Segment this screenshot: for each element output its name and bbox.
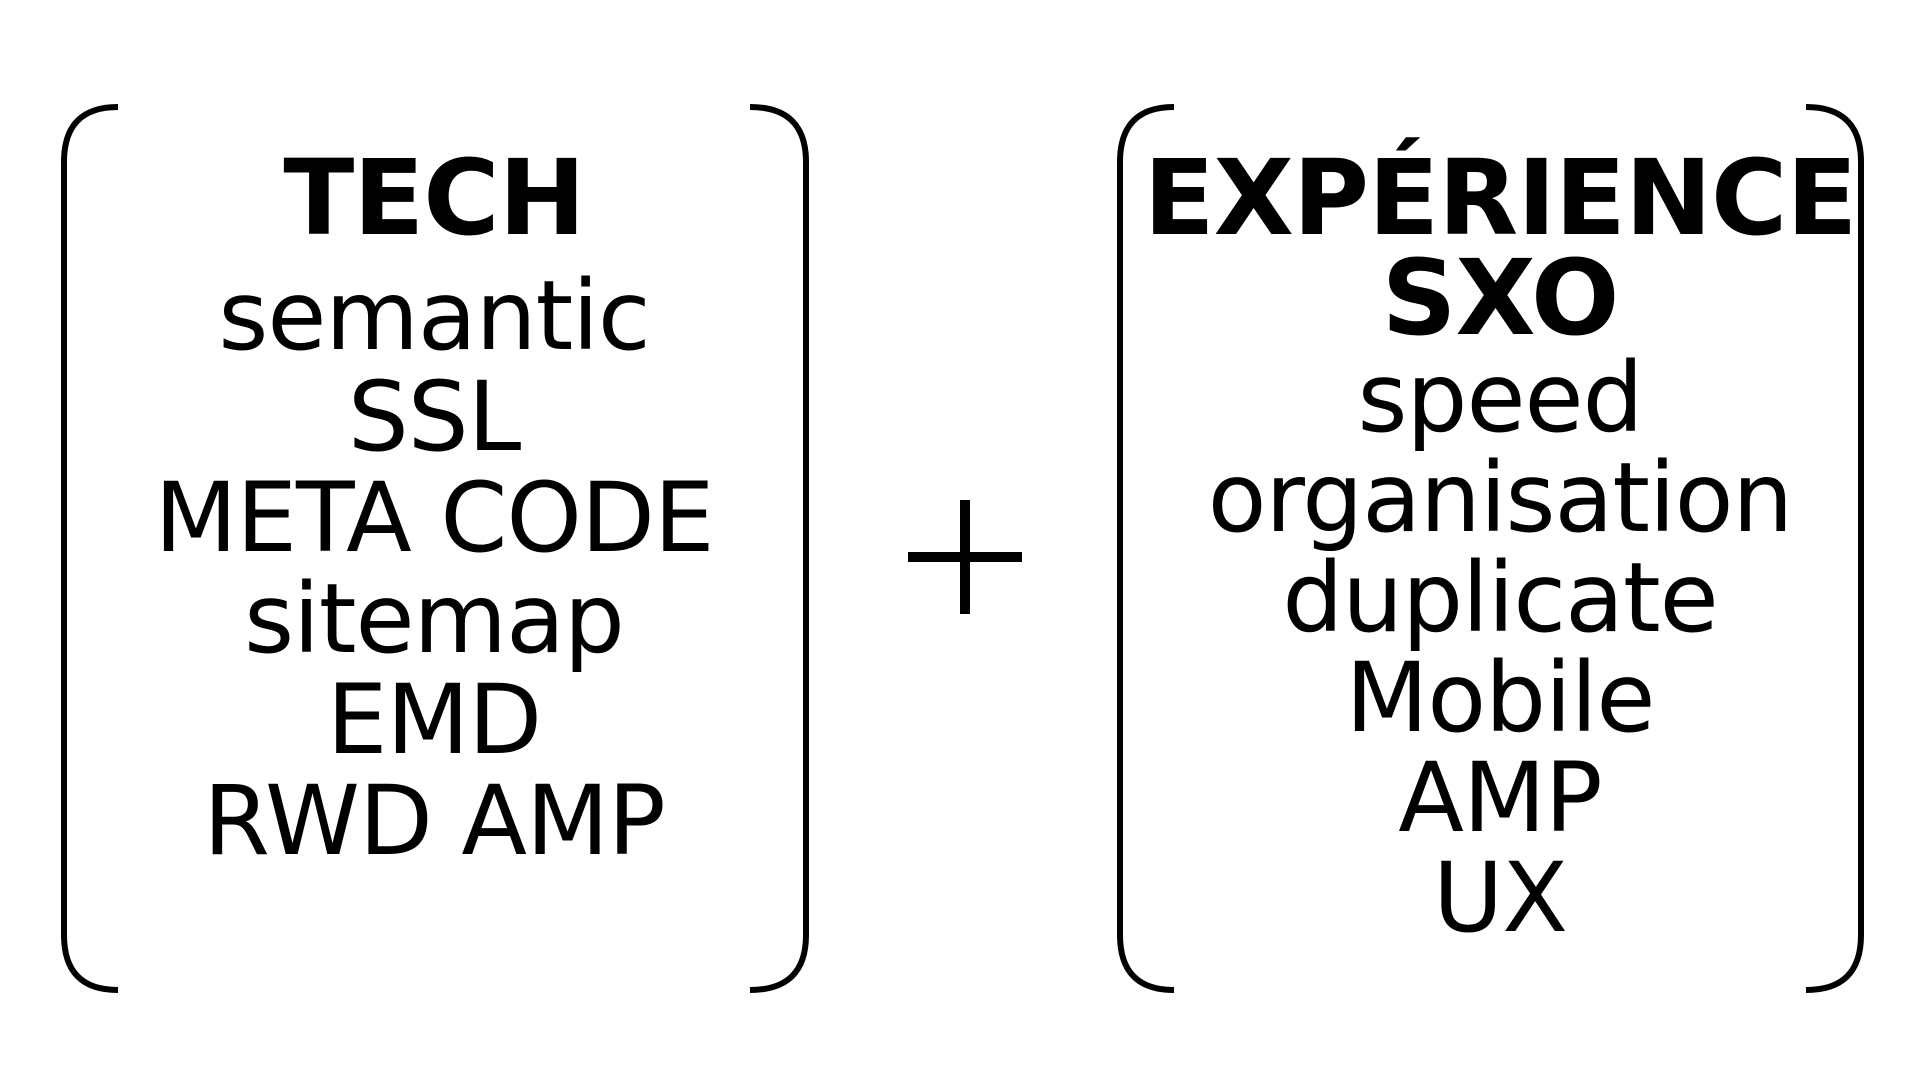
tech-item-sitemap: sitemap — [244, 563, 625, 675]
experience-item-ux: UX — [1432, 842, 1568, 954]
experience-item-amp: AMP — [1398, 742, 1602, 854]
tech-group: TECH semantic SSL META CODE sitemap EMD … — [84, 137, 784, 877]
left-group-open-bracket — [61, 104, 119, 993]
right-group-close-bracket — [1805, 104, 1864, 993]
tech-item-ssl: SSL — [347, 361, 521, 473]
experience-item-speed: speed — [1357, 342, 1643, 454]
experience-group: EXPÉRIENCE SXO speed organisation duplic… — [1140, 137, 1860, 954]
sxo-heading: SXO — [1381, 237, 1620, 359]
left-group-close-bracket — [749, 104, 809, 993]
plus-operator-icon — [908, 500, 1022, 614]
tech-item-meta-code: META CODE — [154, 462, 714, 574]
tech-item-semantic: semantic — [218, 260, 650, 372]
experience-item-duplicate: duplicate — [1282, 542, 1718, 654]
experience-item-organisation: organisation — [1207, 442, 1794, 554]
tech-item-rwd-amp: RWD AMP — [203, 765, 666, 877]
tech-item-emd: EMD — [326, 664, 542, 776]
experience-heading: EXPÉRIENCE — [1143, 137, 1858, 259]
experience-item-mobile: Mobile — [1345, 642, 1656, 754]
tech-heading: TECH — [283, 137, 585, 259]
right-group-open-bracket — [1117, 104, 1175, 993]
